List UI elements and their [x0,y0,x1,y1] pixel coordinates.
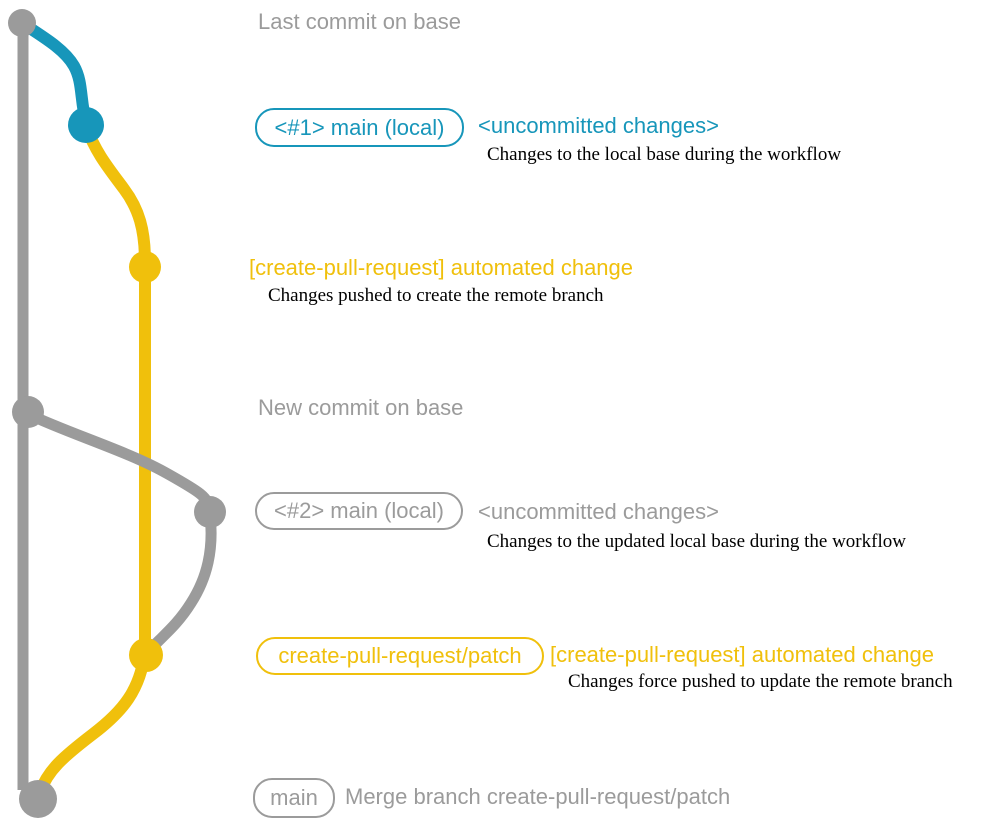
branch-label-patch: create-pull-request/patch [256,637,544,675]
local-main-branch-line-1 [16,17,92,128]
commit-dot-merge [19,780,57,818]
annotation-last-commit-on-base: Last commit on base [258,9,461,34]
commit-dot-last-base [8,9,36,37]
annotation-merge-commit-message: Merge branch create-pull-request/patch [345,784,731,809]
commit-heading-automated-2: [create-pull-request] automated change [550,642,935,667]
commit-dot-main-local-2 [194,496,226,528]
commit-dot-new-base [12,396,44,428]
commit-heading-uncommitted-2: <uncommitted changes> [478,499,719,524]
commit-heading-uncommitted-1: <uncommitted changes> [478,113,719,138]
commit-dot-main-local-1 [68,107,104,143]
commit-heading-automated-1: [create-pull-request] automated change [249,255,634,280]
updated-main-branch-line-out [22,408,216,516]
commit-description-uncommitted-2: Changes to the updated local base during… [487,531,906,552]
commit-description-automated-1: Changes pushed to create the remote bran… [268,285,604,306]
updated-main-branch-line-in [143,508,217,657]
annotation-new-commit-on-base: New commit on base [258,395,464,420]
commit-description-uncommitted-1: Changes to the local base during the wor… [487,144,842,165]
commit-dot-automated-change-2 [129,638,163,672]
branch-label-main-local-1: <#1> main (local) [255,108,464,147]
commit-dot-automated-change-1 [129,251,161,283]
commit-description-automated-2: Changes force pushed to update the remot… [568,671,953,692]
branch-label-main: main [253,778,335,818]
branch-label-main-local-2: <#2> main (local) [255,492,463,530]
